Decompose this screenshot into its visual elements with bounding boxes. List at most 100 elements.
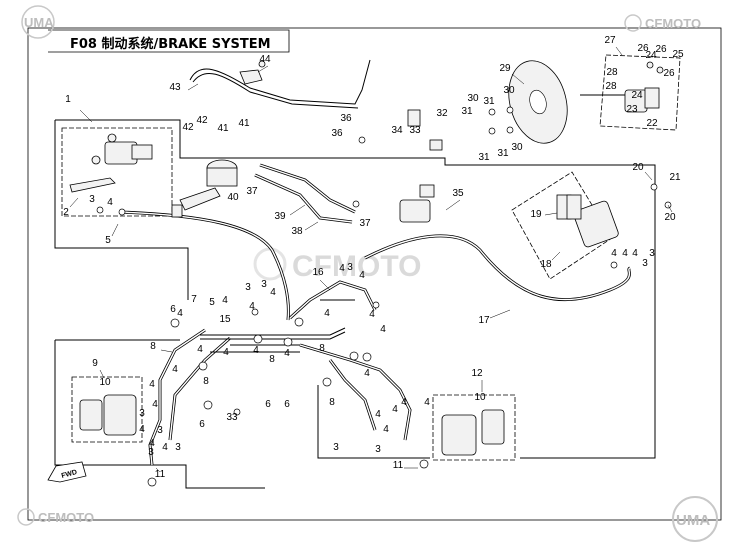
- callout-36: 36: [331, 128, 343, 139]
- callout-37: 37: [246, 186, 258, 197]
- callout-leader-line: [319, 279, 331, 291]
- caliper-right: [441, 409, 505, 456]
- callout-4: 4: [359, 270, 365, 281]
- callout-25: 25: [672, 49, 684, 60]
- brake-disc: [508, 60, 568, 144]
- callout-41: 41: [217, 123, 229, 134]
- callout-4: 4: [249, 301, 255, 312]
- callout-41: 41: [238, 118, 250, 129]
- svg-text:UMA: UMA: [24, 15, 54, 30]
- callout-39: 39: [274, 211, 286, 222]
- callout-36: 36: [340, 113, 352, 124]
- rear-master-cylinder: [399, 109, 443, 223]
- callout-26: 26: [655, 44, 667, 55]
- group-box-caliper-left: [71, 376, 143, 443]
- callout-7: 7: [191, 294, 197, 305]
- callout-4: 4: [369, 309, 375, 320]
- callout-4: 4: [383, 424, 389, 435]
- callout-6: 6: [170, 304, 176, 315]
- callout-24: 24: [631, 90, 643, 101]
- callout-18: 18: [540, 259, 552, 270]
- callout-3: 3: [139, 408, 145, 419]
- callout-leader-line: [445, 199, 461, 211]
- callout-44: 44: [259, 54, 271, 65]
- group-outline-front-left: [54, 119, 656, 489]
- callout-38: 38: [291, 226, 303, 237]
- callout-3: 3: [649, 248, 655, 259]
- callout-leader-line: [615, 46, 623, 56]
- callout-leader-line: [489, 309, 511, 319]
- callout-37: 37: [359, 218, 371, 229]
- callout-42: 42: [196, 115, 208, 126]
- callout-leader-line: [111, 223, 119, 237]
- callout-8: 8: [203, 376, 209, 387]
- callout-4: 4: [107, 197, 113, 208]
- front-master-cylinder: [69, 133, 153, 193]
- callout-leader-line: [99, 369, 105, 379]
- callout-leader-line: [644, 171, 653, 181]
- callout-3: 3: [175, 442, 181, 453]
- callout-4: 4: [177, 308, 183, 319]
- callout-4: 4: [139, 424, 145, 435]
- callout-8: 8: [269, 354, 275, 365]
- callout-leader-line: [551, 251, 561, 261]
- callout-3: 3: [642, 258, 648, 269]
- callout-11: 11: [155, 469, 166, 480]
- brake-lines-center: [200, 327, 346, 353]
- svg-text:CFMOTO: CFMOTO: [292, 250, 421, 283]
- callout-4: 4: [324, 308, 330, 319]
- callout-3: 3: [261, 279, 267, 290]
- callout-26: 26: [663, 68, 675, 79]
- callout-4: 4: [392, 404, 398, 415]
- callout-leader-line: [511, 73, 525, 85]
- callout-2: 2: [63, 207, 69, 218]
- callout-34: 34: [391, 125, 403, 136]
- callout-leader-line: [160, 349, 173, 353]
- cfmoto-watermark: CFMOTO: [253, 247, 421, 283]
- callout-12: 12: [471, 368, 483, 379]
- callout-4: 4: [149, 379, 155, 390]
- caliper-left: [79, 394, 137, 436]
- rear-caliper-kit: [580, 61, 664, 113]
- callout-33: 33: [409, 125, 421, 136]
- callout-20: 20: [664, 212, 676, 223]
- callout-10: 10: [99, 377, 111, 388]
- callout-4: 4: [172, 364, 178, 375]
- callout-4: 4: [632, 248, 638, 259]
- callout-24: 24: [645, 50, 657, 61]
- callout-3: 3: [245, 282, 251, 293]
- callout-leader-line: [187, 83, 199, 91]
- callout-8: 8: [319, 343, 325, 354]
- group-box-master-cylinder: [61, 127, 173, 217]
- callout-26: 26: [637, 43, 649, 54]
- callout-31: 31: [483, 96, 495, 107]
- callout-leader-line: [667, 204, 673, 213]
- callout-3: 3: [148, 447, 154, 458]
- callout-4: 4: [424, 397, 430, 408]
- callout-19: 19: [530, 209, 542, 220]
- callout-4: 4: [162, 442, 168, 453]
- callout-43: 43: [169, 82, 181, 93]
- callout-8: 8: [150, 341, 156, 352]
- callout-leader-line: [304, 221, 319, 231]
- callout-15: 15: [219, 314, 231, 325]
- fasteners: [96, 106, 672, 487]
- rear-caliper: [556, 194, 619, 248]
- callout-11: 11: [393, 460, 404, 471]
- callout-31: 31: [478, 152, 490, 163]
- callout-4: 4: [152, 399, 158, 410]
- callout-6: 6: [284, 399, 290, 410]
- callout-30: 30: [503, 85, 515, 96]
- callout-10: 10: [474, 392, 486, 403]
- callout-leader-line: [289, 204, 306, 216]
- callout-4: 4: [222, 295, 228, 306]
- page-title: F08 制动系统/BRAKE SYSTEM: [70, 36, 271, 52]
- callout-4: 4: [375, 409, 381, 420]
- callout-4: 4: [339, 263, 345, 274]
- callout-4: 4: [197, 344, 203, 355]
- callout-leader-line: [544, 212, 558, 216]
- callout-4: 4: [611, 248, 617, 259]
- callout-22: 22: [646, 118, 658, 129]
